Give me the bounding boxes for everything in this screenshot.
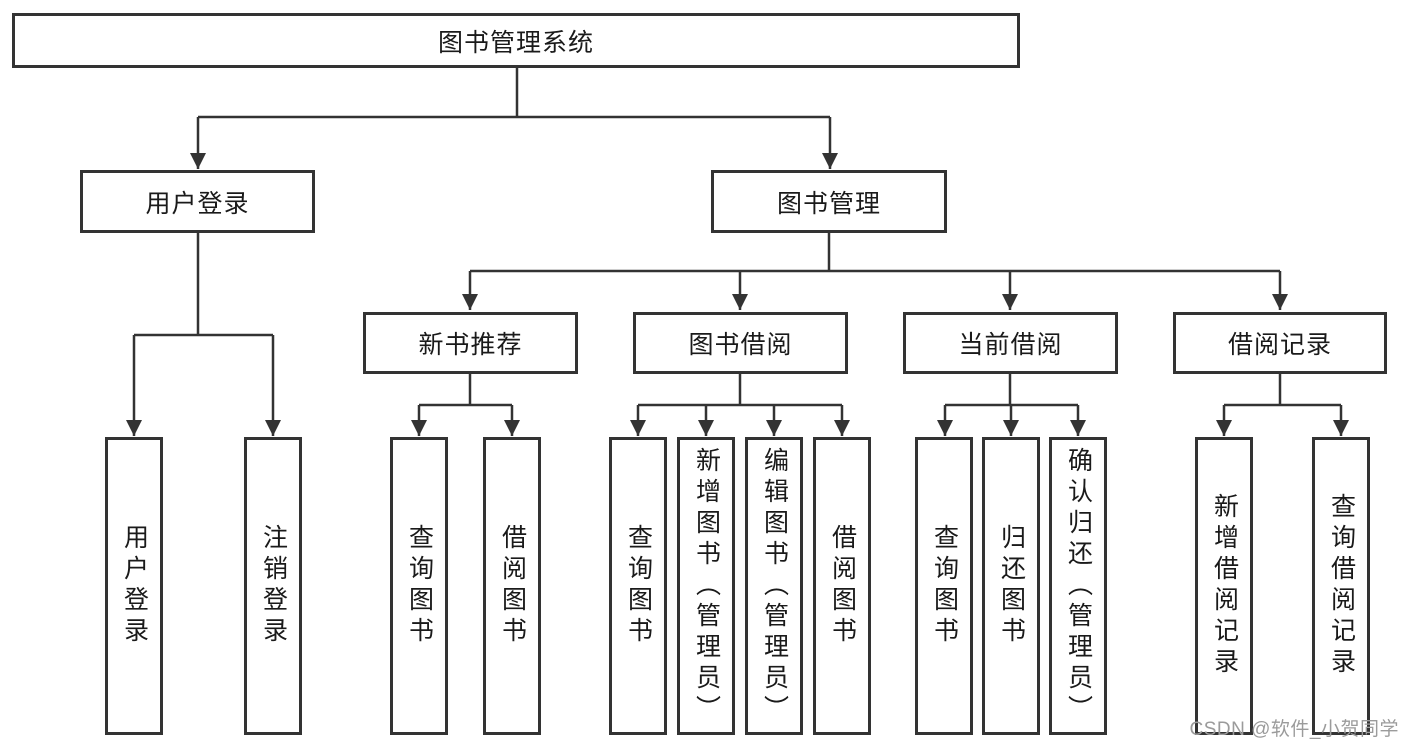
leaf-add-books-admin: 新增图书（管理员） bbox=[677, 437, 735, 735]
leaf-confirm-return-admin: 确认归还（管理员） bbox=[1049, 437, 1107, 735]
leaf-query-books-borrow-label: 查询图书 bbox=[624, 524, 653, 648]
leaf-add-borrow-record-label: 新增借阅记录 bbox=[1210, 493, 1239, 679]
leaf-query-borrow-record-label: 查询借阅记录 bbox=[1327, 493, 1356, 679]
leaf-query-books-current: 查询图书 bbox=[915, 437, 973, 735]
leaf-borrow-books-recommend: 借阅图书 bbox=[483, 437, 541, 735]
node-new-book-recommendation: 新书推荐 bbox=[363, 312, 578, 374]
leaf-return-books: 归还图书 bbox=[982, 437, 1040, 735]
node-book-borrowing: 图书借阅 bbox=[633, 312, 848, 374]
watermark: CSDN @软件_小贺同学 bbox=[1189, 719, 1399, 740]
leaf-borrow-books-borrow: 借阅图书 bbox=[813, 437, 871, 735]
leaf-confirm-return-admin-label: 确认归还（管理员） bbox=[1064, 446, 1093, 726]
leaf-user-login: 用户登录 bbox=[105, 437, 163, 735]
leaf-edit-books-admin-label: 编辑图书（管理员） bbox=[760, 446, 789, 726]
leaf-query-books-recommend-label: 查询图书 bbox=[405, 524, 434, 648]
leaf-logout-login-label: 注销登录 bbox=[259, 524, 288, 648]
leaf-borrow-books-recommend-label: 借阅图书 bbox=[498, 524, 527, 648]
leaf-query-books-current-label: 查询图书 bbox=[930, 524, 959, 648]
node-book-management: 图书管理 bbox=[711, 170, 947, 233]
leaf-query-books-borrow: 查询图书 bbox=[609, 437, 667, 735]
node-root-system: 图书管理系统 bbox=[12, 13, 1020, 68]
leaf-user-login-label: 用户登录 bbox=[120, 524, 149, 648]
leaf-query-books-recommend: 查询图书 bbox=[390, 437, 448, 735]
node-borrowing-records: 借阅记录 bbox=[1173, 312, 1387, 374]
leaf-add-borrow-record: 新增借阅记录 bbox=[1195, 437, 1253, 735]
leaf-add-books-admin-label: 新增图书（管理员） bbox=[692, 446, 721, 726]
leaf-return-books-label: 归还图书 bbox=[997, 524, 1026, 648]
leaf-query-borrow-record: 查询借阅记录 bbox=[1312, 437, 1370, 735]
node-current-borrowing: 当前借阅 bbox=[903, 312, 1118, 374]
node-user-login: 用户登录 bbox=[80, 170, 315, 233]
leaf-edit-books-admin: 编辑图书（管理员） bbox=[745, 437, 803, 735]
leaf-borrow-books-borrow-label: 借阅图书 bbox=[828, 524, 857, 648]
leaf-logout-login: 注销登录 bbox=[244, 437, 302, 735]
